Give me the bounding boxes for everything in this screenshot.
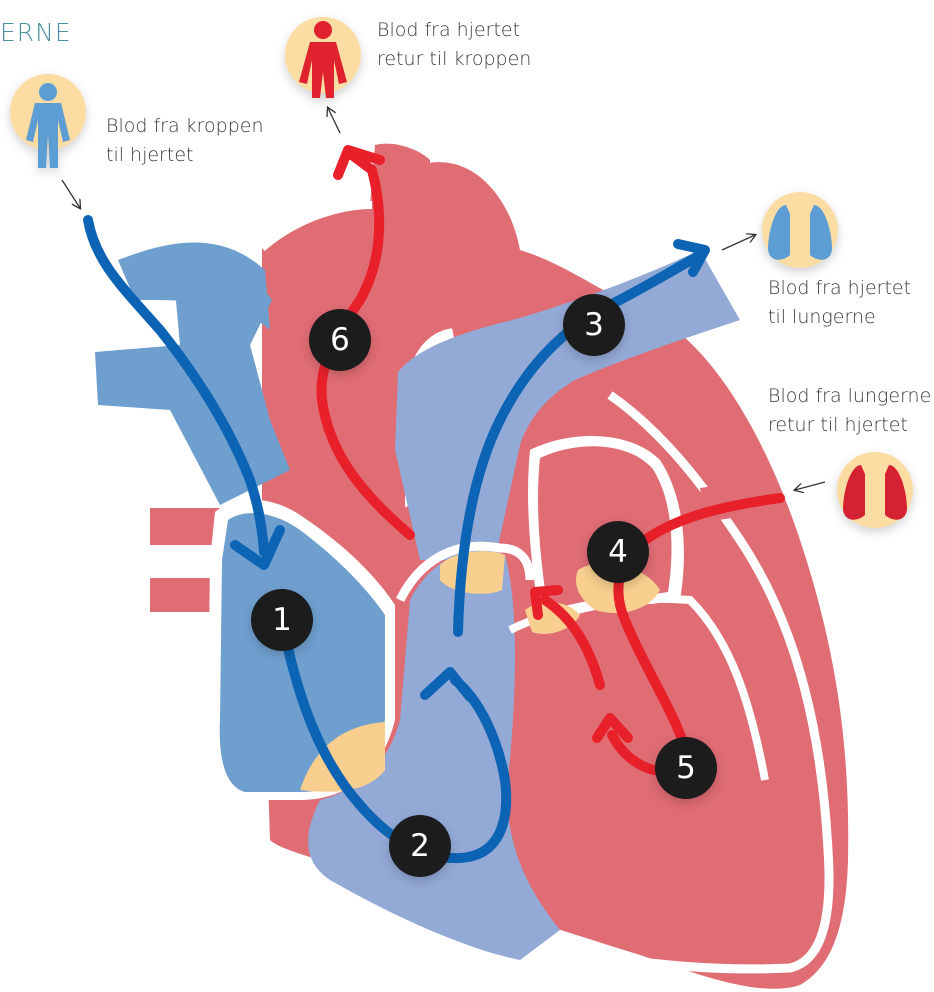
step-badge-5: 5 [655, 737, 717, 799]
step-number: 4 [608, 534, 628, 570]
step-number: 2 [410, 828, 430, 864]
step-badge-1: 1 [251, 589, 313, 651]
red-body-icon [285, 17, 361, 98]
step-number: 3 [584, 307, 604, 343]
blue-body-icon [10, 74, 86, 168]
pointer-lungs-in [795, 482, 825, 490]
step-badge-4: 4 [587, 521, 649, 583]
step-badge-6: 6 [309, 309, 371, 371]
step-badge-2: 2 [389, 815, 451, 877]
red-lungs-icon [837, 452, 913, 528]
step-number: 5 [676, 750, 696, 786]
step-number: 6 [330, 322, 350, 358]
blue-lungs-icon [762, 192, 838, 268]
pointer-body-out [328, 108, 340, 133]
pointer-body-in [62, 180, 80, 208]
pointer-lungs-out [722, 235, 755, 250]
step-number: 1 [272, 602, 292, 638]
heart-body [95, 144, 848, 989]
step-badge-3: 3 [563, 294, 625, 356]
